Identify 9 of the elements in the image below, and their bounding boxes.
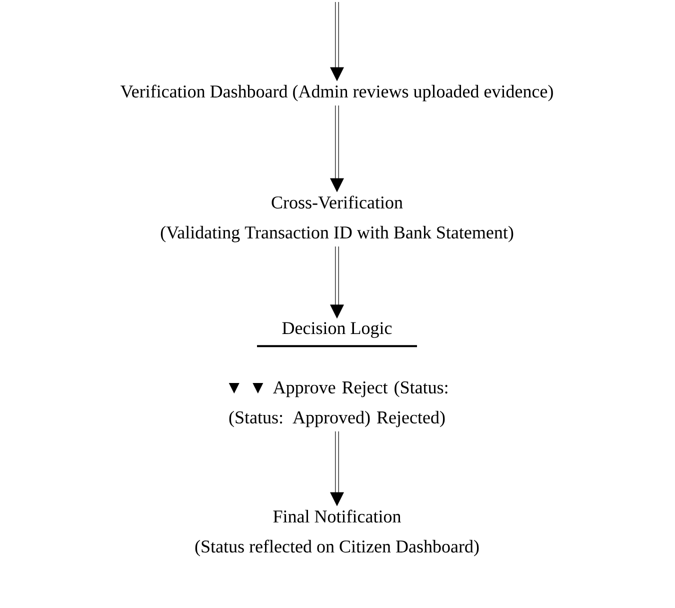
flow-step-text: Cross-Verification (Validating Transaction ID with Bank Statement) [160, 196, 514, 242]
arrow [330, 246, 344, 319]
arrow [330, 105, 344, 192]
arrow [330, 431, 344, 506]
flow-step-text: Final Notification (Status reflected on Citizen Dashboard) [195, 510, 479, 556]
flow-step-text: ▼ ▼ Approve Reject (Status: (Status: Approved) Rejected) [228, 380, 448, 428]
flow-step-text: Verification Dashboard (Admin reviews uploaded evidence) [120, 84, 553, 102]
flow-step-text: Decision Logic [282, 322, 392, 338]
arrow [330, 2, 344, 82]
